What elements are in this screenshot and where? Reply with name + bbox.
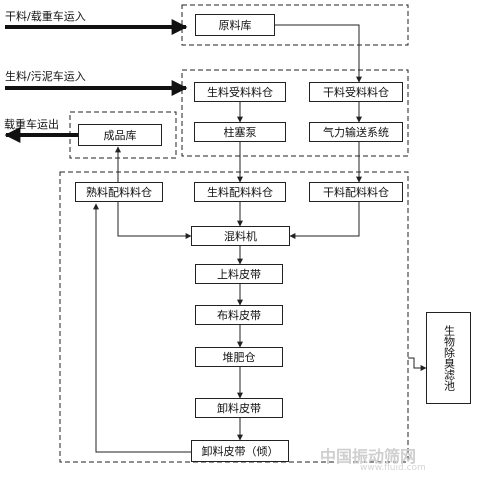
plunger-pump-box: 柱塞泵: [194, 122, 286, 142]
product-store-box: 成品库: [78, 124, 162, 146]
out-label: 载重车运出: [4, 118, 59, 131]
raw-to-dry-receive-line: [275, 24, 362, 83]
discharge-belt-box: 卸料皮带: [195, 398, 283, 418]
to-biofilter-line: [408, 357, 427, 371]
dry-receive-bin-box: 干料受料料仓: [309, 82, 403, 102]
compost-bin-box: 堆肥仓: [195, 347, 283, 367]
discharge-belt-incline-box: 卸料皮带（倾）: [191, 440, 289, 462]
cooked-mix-bin-box: 熟料配料料仓: [75, 182, 163, 202]
dry-in-label: 干料/载重车运入: [5, 10, 86, 23]
process-group-outline: [59, 171, 409, 463]
watermark-text: 中国振动筛网: [320, 447, 417, 466]
wet-in-label: 生料/污泥车运入: [5, 70, 86, 83]
raw-store-box: 原料库: [195, 14, 275, 36]
biofilter-box: 生物除臭滤池: [426, 312, 471, 404]
dry-mix-to-mixer-line: [289, 202, 360, 239]
wet-mix-bin-box: 生料配料料仓: [194, 182, 286, 202]
watermark-url: www.fluid.com: [360, 463, 426, 473]
incline-return-line: [93, 203, 191, 453]
cooked-mix-to-mixer-line: [117, 202, 192, 239]
spread-belt-box: 布料皮带: [195, 305, 283, 325]
biofilter-label: 生物除臭滤池: [442, 325, 456, 391]
feed-belt-box: 上料皮带: [195, 264, 283, 284]
receiving-group-outline: [181, 69, 409, 157]
wet-receive-bin-box: 生料受料料仓: [194, 82, 286, 102]
mixer-box: 混料机: [191, 226, 290, 246]
dry-mix-bin-box: 干料配料料仓: [309, 182, 403, 202]
pneumatic-box: 气力输送系统: [309, 122, 403, 142]
